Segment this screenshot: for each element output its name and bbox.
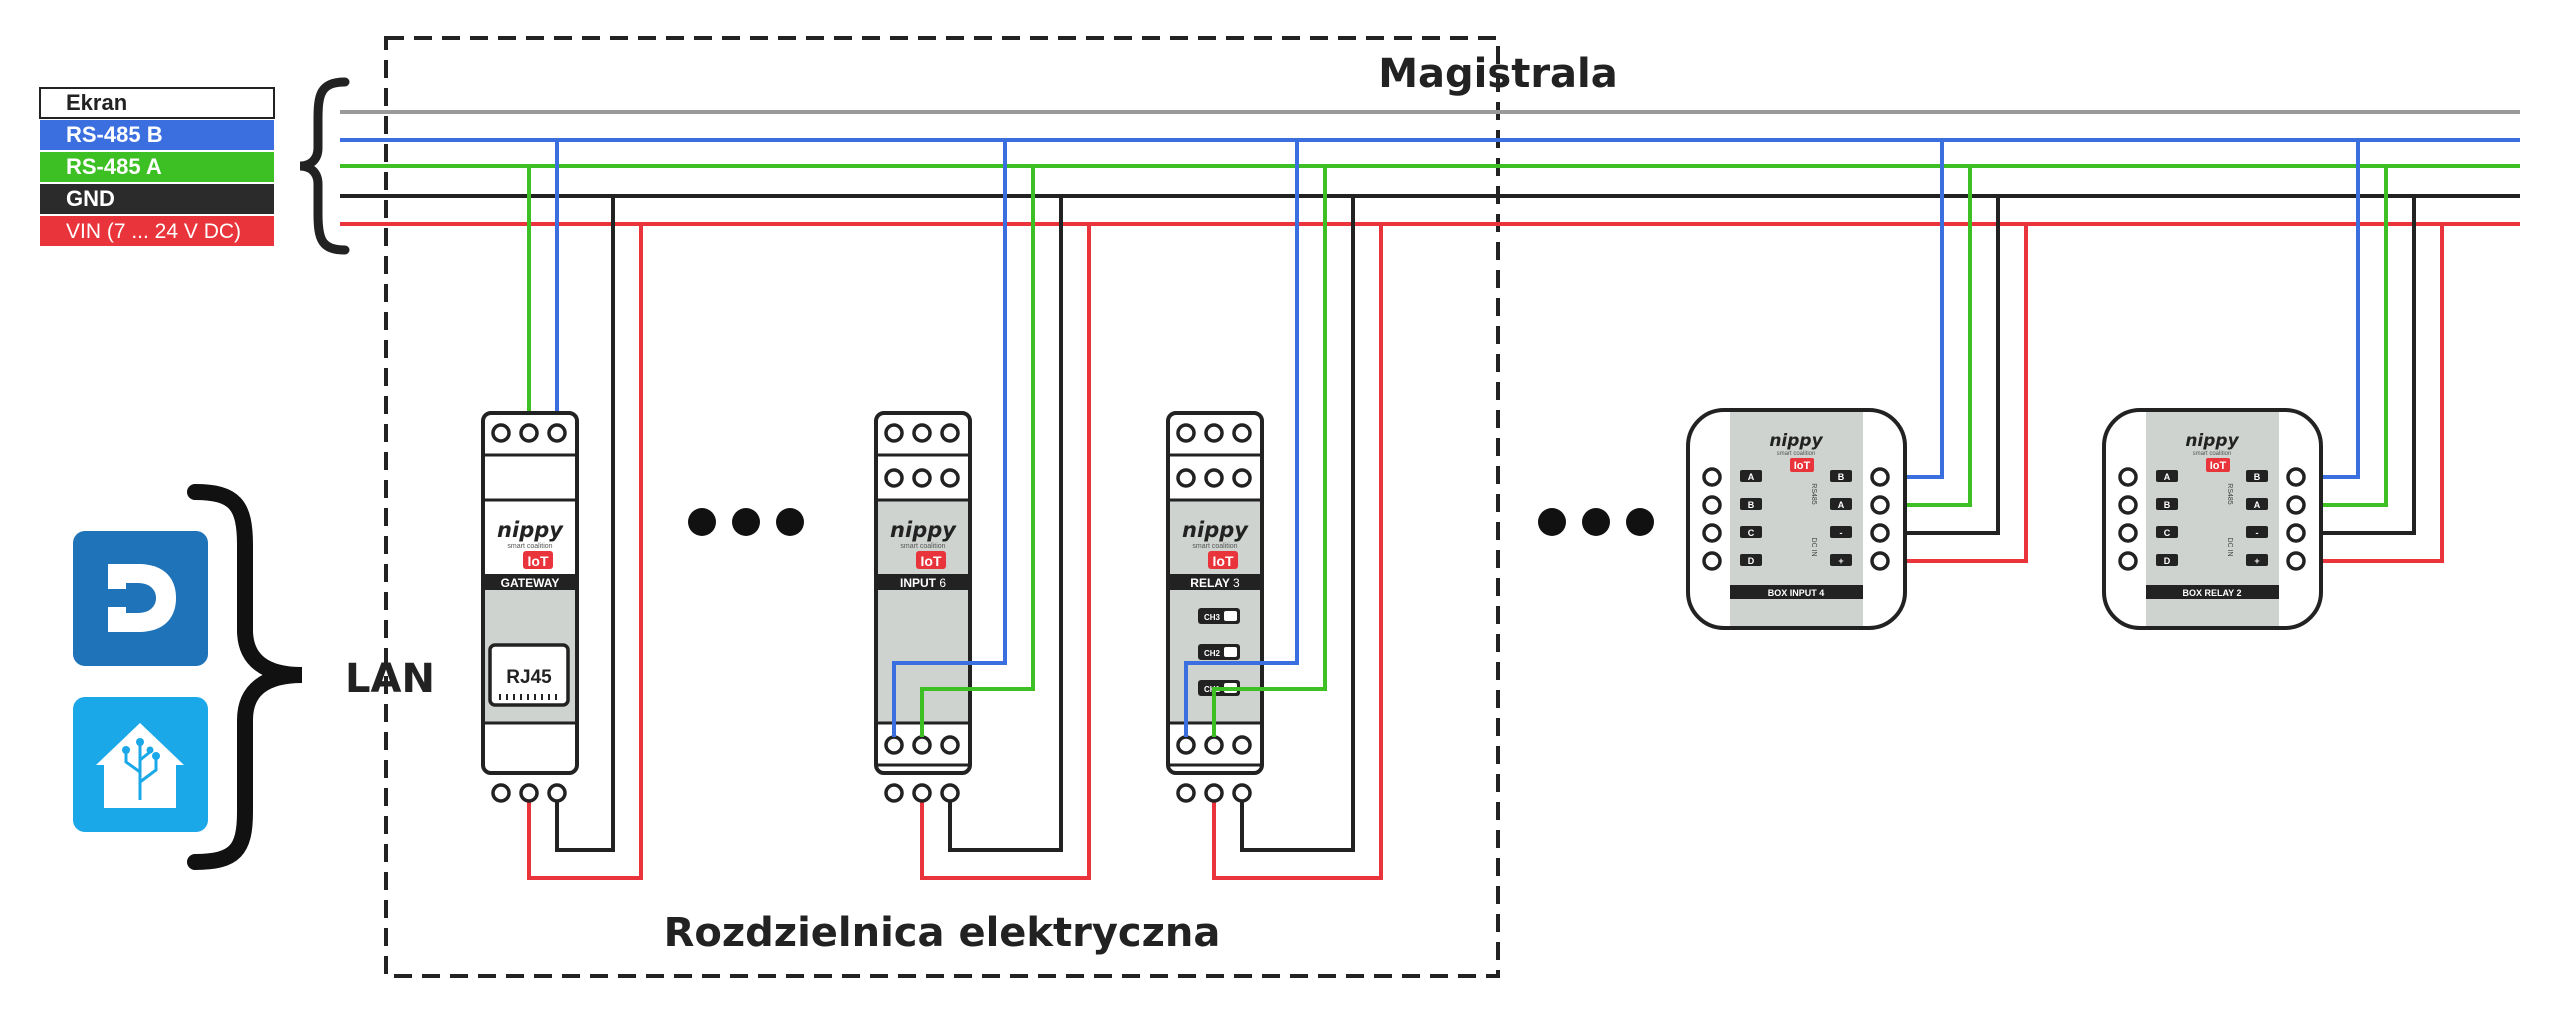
box-input-dcin-label: DC IN (1810, 537, 1817, 556)
box-input-term-plus: + (1838, 556, 1843, 566)
box-relay-brand-name: nippy (2185, 431, 2239, 451)
box-input-brand-name: nippy (1769, 431, 1823, 451)
gateway-iot-badge (523, 551, 553, 569)
box-relay-iot-text: IoT (2210, 460, 2227, 472)
ellipsis-icon (1538, 508, 1654, 536)
relay-brand-sub: smart coalition (1192, 543, 1237, 550)
bus-title: Magistrala (1378, 51, 1618, 97)
gateway-name: GATEWAY (501, 576, 560, 590)
module-wire-overlay (892, 600, 1327, 737)
gateway-bottom-terminals (491, 783, 567, 803)
box-relay-term-a: A (2164, 472, 2171, 482)
gateway-iot-text: IoT (528, 553, 549, 569)
ellipsis-icon (688, 508, 804, 536)
box-input-term-minus: - (1840, 528, 1843, 538)
box-relay-term-b: B (2164, 500, 2171, 510)
box-relay-name: BOX RELAY 2 (2182, 588, 2241, 598)
box-relay-module: nippy smart coalition IoT A B C D B A - … (2102, 408, 2323, 630)
cabinet-outline (384, 36, 1500, 978)
box-input-term-c: C (1748, 528, 1755, 538)
legend-label-vin: VIN (7 ... 24 V DC) (66, 220, 241, 243)
box-relay-term-minus: - (2256, 528, 2259, 538)
input-iot-text: IoT (921, 553, 942, 569)
relay-module: nippy smart coalition IoT RELAY 3 CH3 CH… (1166, 411, 1264, 803)
lan-label: LAN (345, 656, 435, 702)
gateway-module: nippy smart coalition IoT GATEWAY RJ45 (481, 411, 579, 803)
box-relay-rs485-label: RS485 (2226, 483, 2233, 505)
bus-lines (340, 110, 2520, 226)
gateway-wiring (527, 140, 643, 880)
lan-brace (187, 484, 303, 870)
box-relay-term-c: C (2164, 528, 2171, 538)
box-input-term-d: D (1748, 556, 1755, 566)
box-relay-term-rb: B (2254, 472, 2261, 482)
legend-row-rs485-b (40, 120, 274, 150)
legend-row-ekran (39, 87, 275, 119)
box-relay-dcin-label: DC IN (2226, 537, 2233, 556)
domoticz-icon (73, 531, 208, 666)
input-name: INPUT 6 (900, 576, 946, 590)
box-relay-term-d: D (2164, 556, 2171, 566)
box-relay-brand-sub: smart coalition (2193, 451, 2232, 457)
rj45-label: RJ45 (506, 667, 552, 688)
box-relay-term-plus: + (2254, 556, 2259, 566)
bus-legend: Ekran RS-485 B RS-485 A GND VIN (7 ... 2… (39, 77, 350, 255)
relay-iot-text: IoT (1213, 553, 1234, 569)
legend-brace (299, 77, 350, 255)
gateway-brand-name: nippy (497, 518, 564, 542)
relay-channel-switches: CH3 CH2 CH1 (1198, 608, 1240, 696)
relay-brand-name: nippy (1182, 518, 1249, 542)
legend-label-gnd: GND (66, 186, 115, 211)
box-input-name: BOX INPUT 4 (1768, 588, 1825, 598)
box-input-term-a: A (1748, 472, 1755, 482)
legend-label-rs485-a: RS-485 A (66, 154, 162, 179)
box-input-term-b: B (1748, 500, 1755, 510)
legend-label-rs485-b: RS-485 B (66, 122, 163, 147)
input-brand-sub: smart coalition (900, 543, 945, 550)
relay-name: RELAY 3 (1190, 576, 1240, 590)
input-brand-name: nippy (890, 518, 957, 542)
relay-ch3-label: CH3 (1204, 613, 1221, 622)
gateway-top-terminals (491, 423, 567, 443)
legend-row-rs485-a (40, 152, 274, 182)
box-input-rs485-label: RS485 (1810, 483, 1817, 505)
legend-row-gnd (40, 184, 274, 214)
box-input-module: nippy smart coalition IoT A B C D B A - … (1686, 408, 1907, 630)
cabinet-title: Rozdzielnica elektryczna (664, 910, 1221, 956)
relay-ch2-label: CH2 (1204, 649, 1221, 658)
rj45-port (488, 643, 570, 707)
input-module: nippy smart coalition IoT INPUT 6 (874, 411, 972, 803)
box-input-term-rb: B (1838, 472, 1845, 482)
box-relay-term-ra: A (2254, 500, 2261, 510)
box-input-term-ra: A (1838, 500, 1845, 510)
home-assistant-icon (73, 697, 208, 832)
legend-label-ekran: Ekran (66, 90, 127, 115)
box-input-iot-text: IoT (1794, 460, 1811, 472)
legend-row-vin (40, 216, 274, 246)
gateway-brand-sub: smart coalition (507, 543, 552, 550)
box-input-brand-sub: smart coalition (1777, 451, 1816, 457)
